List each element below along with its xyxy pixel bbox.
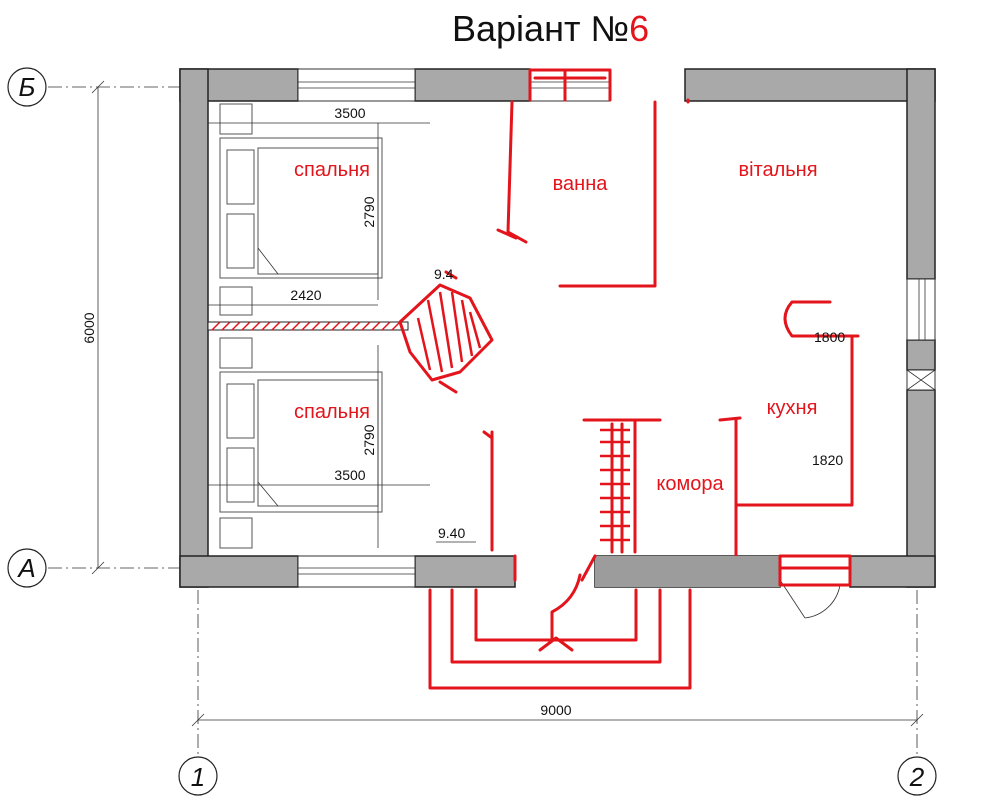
axis-1-label: 1 [191, 762, 205, 792]
wall-bottom-left [179, 555, 299, 588]
wall-right-upper [906, 68, 936, 280]
dim-bed1-width: 3500 [334, 105, 365, 121]
room-label-living: вітальня [738, 159, 817, 181]
hatched-column [398, 270, 494, 394]
overall-width-dimension: 9000 [191, 702, 924, 727]
axis-lines [48, 86, 918, 755]
overall-height-dimension: 6000 [81, 80, 105, 575]
exterior-walls [179, 68, 936, 588]
title-prefix: Варіант № [452, 8, 630, 49]
axis-2-bubble: 2 [897, 756, 937, 796]
overall-width-text: 9000 [540, 702, 571, 718]
nightstand-top-1 [219, 103, 253, 135]
nightstand-bottom-2 [219, 517, 253, 549]
level-mark-top: 9.4 [434, 266, 454, 282]
wall-left [179, 68, 209, 588]
axis-2-label: 2 [909, 762, 925, 792]
dim-bed2-height: 2790 [361, 424, 377, 455]
axis-b-label: Б [19, 72, 36, 102]
wall-bottom-mid [414, 555, 516, 588]
overall-height-text: 6000 [81, 312, 97, 343]
level-mark-bottom: 9.40 [438, 525, 465, 541]
red-sketch-walls [482, 68, 860, 557]
room-label-bedroom-bottom: спальня [294, 401, 370, 423]
wall-bottom-right-b [849, 555, 936, 588]
axis-1-bubble: 1 [178, 756, 218, 796]
bedroom-dimensions: 3500 2790 2420 2790 3500 [208, 105, 476, 548]
room-label-kitchen: кухня [767, 397, 818, 419]
dim-kitchen-1820: 1820 [812, 452, 843, 468]
wall-top-mid [414, 68, 531, 102]
dim-bed1-height: 2790 [361, 196, 377, 227]
pantry-shelves [582, 418, 662, 554]
room-label-bathroom: ванна [553, 173, 609, 195]
dim-bed1-bottom: 2420 [290, 287, 321, 303]
dim-kitchen-1800: 1800 [814, 329, 845, 345]
room-label-bedroom-top: спальня [294, 159, 370, 181]
bed-bottom [219, 337, 383, 549]
nightstand-bottom-1 [219, 337, 253, 369]
axis-a-label: А [16, 553, 35, 583]
room-label-pantry: комора [656, 473, 724, 495]
dim-bed2-width: 3500 [334, 467, 365, 483]
windows [297, 68, 936, 588]
wall-right-lower [906, 389, 936, 588]
wall-right-mid [906, 339, 936, 371]
bed-top [219, 103, 383, 316]
nightstand-top-2 [219, 286, 253, 316]
wall-top-right [684, 68, 936, 102]
axis-b-bubble: Б [7, 67, 47, 107]
title-variant-number: 6 [629, 8, 650, 49]
axis-a-bubble: А [7, 548, 47, 588]
bedroom-partition [207, 321, 409, 331]
entrance-steps [428, 554, 852, 690]
plan-title: Варіант №6 [452, 8, 649, 50]
